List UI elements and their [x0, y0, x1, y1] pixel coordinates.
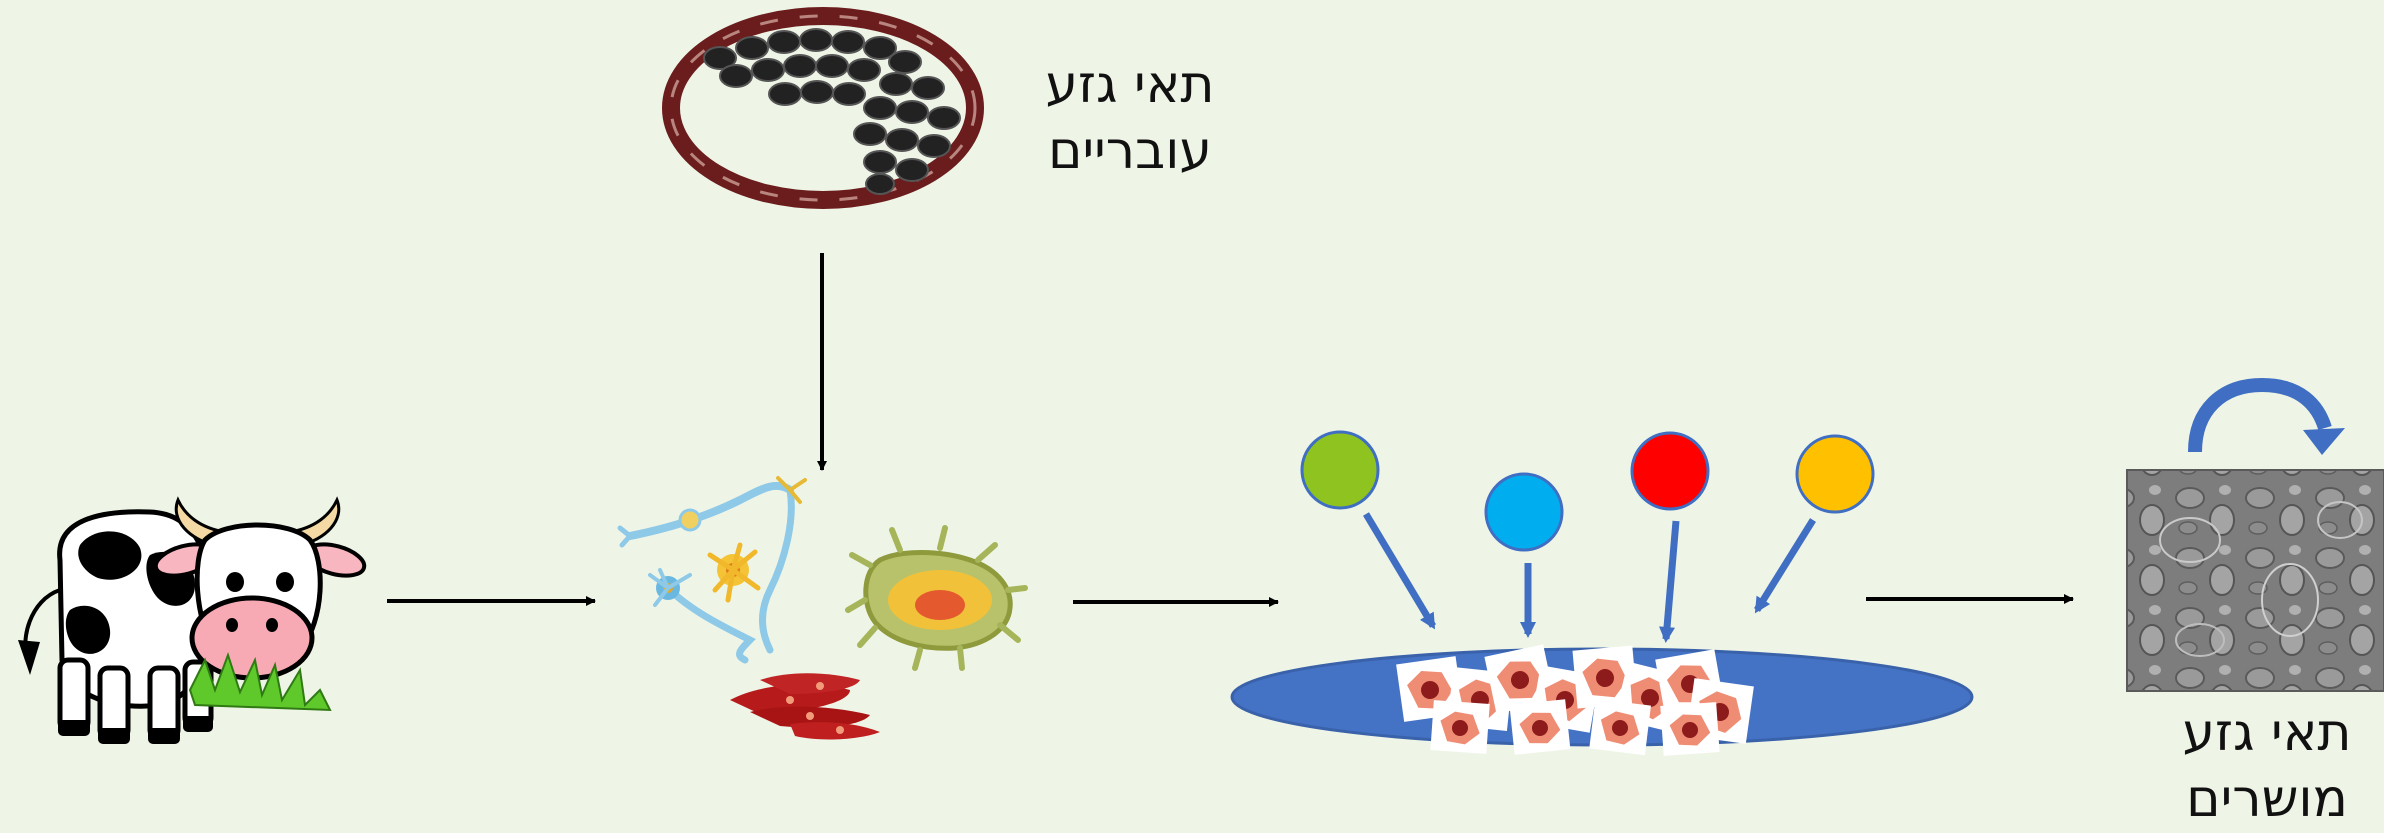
stem-cell-micrograph-icon	[2127, 470, 2384, 691]
embryonic-label-line1: תאי גזע	[1000, 52, 1260, 118]
neuron-cells	[620, 478, 805, 660]
curved-arrow-icon	[2195, 385, 2345, 455]
astrocyte-cell	[848, 528, 1025, 668]
factor-blue	[1486, 474, 1562, 550]
cow-icon	[18, 500, 368, 744]
blastocyst-icon	[671, 16, 975, 200]
factor-green	[1302, 432, 1378, 508]
ipsc-label-line2: מושרים	[2150, 766, 2384, 832]
culture-dish-icon	[1232, 644, 1972, 755]
factor-arrow-3	[1666, 521, 1676, 639]
induced-stem-cells-label: תאי גזע מושרים	[2150, 700, 2384, 832]
differentiated-cells-icon	[620, 478, 1025, 739]
factor-yellow	[1797, 436, 1873, 512]
factor-arrow-1	[1366, 514, 1433, 626]
muscle-cells	[730, 673, 880, 739]
ipsc-label-line1: תאי גזע	[2150, 700, 2384, 766]
inner-cell-mass	[704, 29, 960, 194]
yellow-neuron	[710, 545, 758, 600]
reprogramming-factors	[1302, 432, 1873, 639]
factor-arrow-4	[1757, 520, 1813, 610]
factor-red	[1632, 433, 1708, 509]
embryonic-label-line2: עובריים	[1000, 118, 1260, 184]
embryonic-stem-cells-label: תאי גזע עובריים	[1000, 52, 1260, 184]
